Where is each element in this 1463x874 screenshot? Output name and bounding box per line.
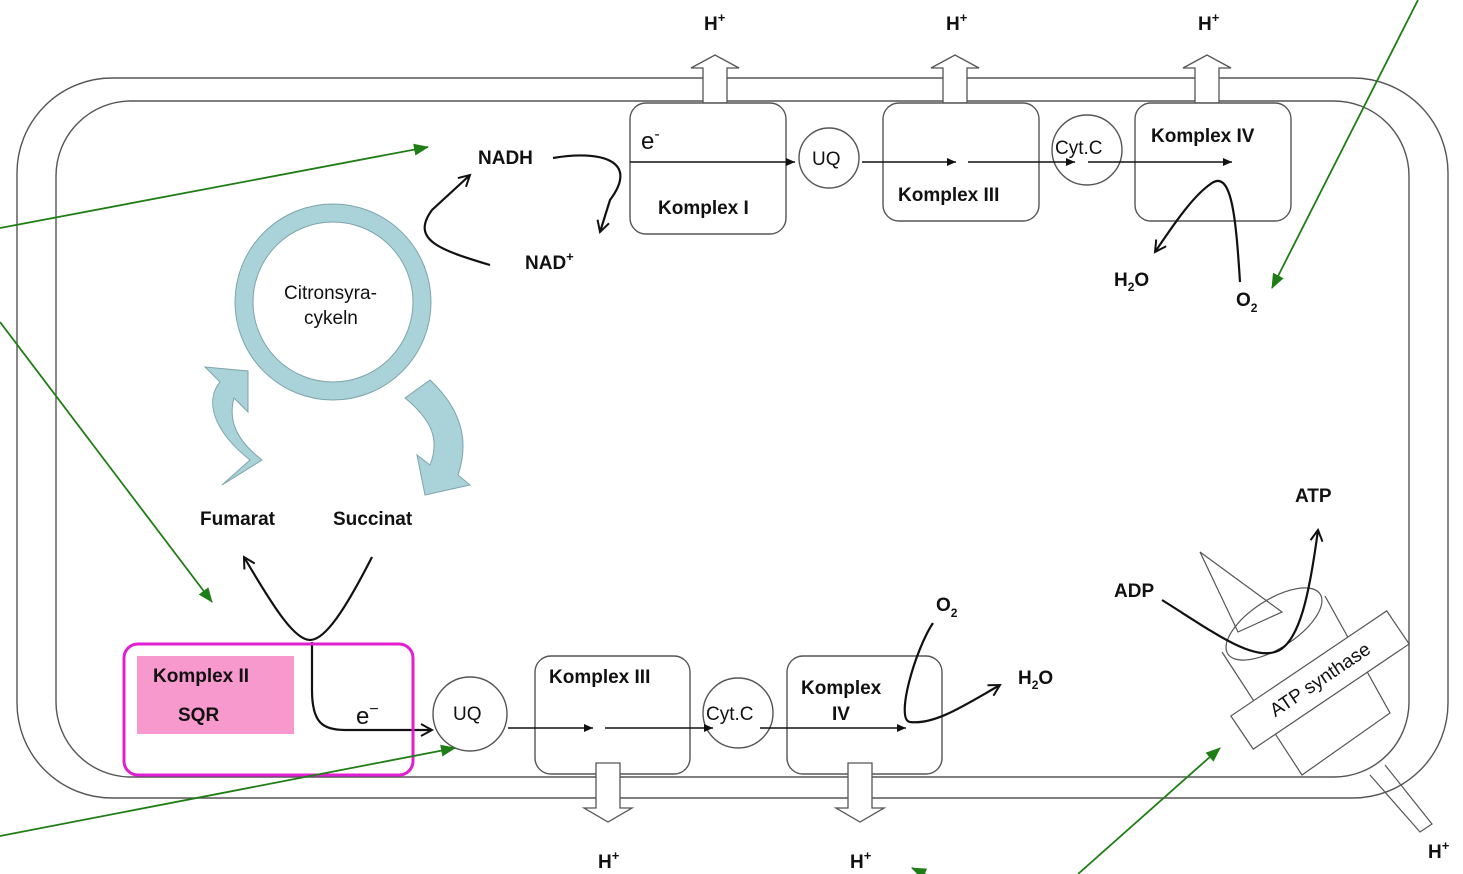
- pointer-to-proton-bottom: [912, 868, 950, 874]
- pointer-to-atp-synthase: [1078, 748, 1220, 874]
- komplex-iv-bottom-label-2: IV: [832, 704, 850, 725]
- atp-synthase-stalk: [1370, 765, 1432, 832]
- cytochrome-c-bottom-label: Cyt.C: [706, 704, 754, 725]
- atp-synthase-label: ATP synthase: [1266, 639, 1374, 722]
- proton-label-top-3: H+: [1198, 10, 1220, 35]
- citric-cycle-label-1: Citronsyra-: [284, 283, 377, 304]
- adp-label: ADP: [1114, 581, 1154, 602]
- komplex-i-label: Komplex I: [658, 198, 749, 219]
- water-top-label: H2O: [1114, 270, 1149, 294]
- proton-arrow-top-1: [691, 55, 739, 103]
- cycle-to-nadh-curve: [425, 175, 490, 265]
- komplex-iv-top-label: Komplex IV: [1151, 126, 1255, 147]
- water-bottom-label: H2O: [1018, 668, 1053, 692]
- pointer-to-ubiquinone: [0, 748, 455, 836]
- proton-label-bottom-2: H+: [850, 848, 872, 873]
- komplex-ii-label: Komplex II: [153, 666, 249, 687]
- nad-label: NAD+: [525, 249, 574, 274]
- komplex-iii-bottom-label: Komplex III: [549, 667, 650, 688]
- proton-arrow-top-3: [1183, 55, 1231, 103]
- atp-synthase: ATP synthase: [1200, 552, 1432, 832]
- proton-arrow-top-2: [931, 55, 979, 103]
- proton-label-atp-synthase: H+: [1428, 838, 1450, 863]
- succinat-label: Succinat: [333, 509, 413, 530]
- sqr-label: SQR: [178, 705, 219, 726]
- fumarate-into-cycle-arrow: [205, 367, 262, 485]
- electron-label-bottom: e−: [356, 701, 379, 730]
- cytochrome-c-top-label: Cyt.C: [1055, 138, 1103, 159]
- proton-label-top-1: H+: [704, 10, 726, 35]
- succinate-to-fumarate-curve: [244, 557, 372, 640]
- cycle-to-succinate-arrow: [405, 380, 470, 495]
- komplex-iii-top-label: Komplex III: [898, 185, 999, 206]
- oxygen-top-label: O2: [1236, 290, 1258, 315]
- oxygen-bottom-label: O2: [936, 595, 958, 620]
- nadh-label: NADH: [478, 148, 533, 169]
- nadh-to-complex-i-curve: [553, 155, 620, 232]
- atp-label: ATP: [1295, 486, 1332, 507]
- fumarat-label: Fumarat: [200, 509, 276, 530]
- ubiquinone-bottom-label: UQ: [453, 704, 482, 725]
- citric-cycle-label-2: cykeln: [304, 308, 358, 329]
- adp-to-atp-curve: [1162, 530, 1318, 653]
- pointer-to-komplex-ii: [0, 322, 212, 602]
- komplex-iv-bottom-box: [787, 656, 942, 774]
- pointer-to-oxygen: [1272, 0, 1418, 288]
- proton-label-top-2: H+: [946, 10, 968, 35]
- ubiquinone-top-label: UQ: [812, 149, 841, 170]
- proton-label-bottom-1: H+: [598, 848, 620, 873]
- komplex-iv-bottom-label-1: Komplex: [801, 678, 882, 699]
